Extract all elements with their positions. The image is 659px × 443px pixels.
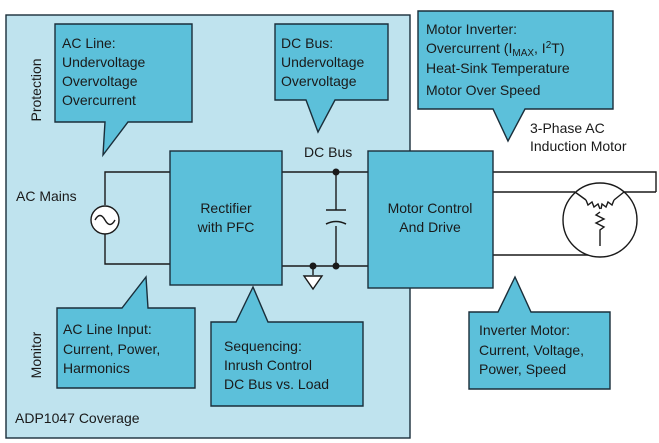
motor-control-label-line1: Motor Control <box>388 200 473 216</box>
capacitor-icon <box>325 209 347 225</box>
callout-dc-bus-item2: Overvoltage <box>281 73 357 89</box>
callout-ac-line-item2: Overvoltage <box>62 73 138 89</box>
monitor-side-label: Monitor <box>28 331 44 378</box>
motor-label-line1: 3-Phase AC <box>530 120 605 136</box>
callout-sequencing-title: Sequencing: <box>224 338 302 354</box>
callout-motor-inverter-item2: Heat-Sink Temperature <box>426 60 570 76</box>
rectifier-label-line2: with PFC <box>197 219 255 235</box>
ac-sine-source-icon <box>90 205 120 235</box>
callout-ac-line-input-title: AC Line Input: <box>63 321 152 337</box>
motor-label-line2: Induction Motor <box>530 138 627 154</box>
ac-mains-label: AC Mains <box>16 188 77 204</box>
coverage-label: ADP1047 Coverage <box>15 410 140 426</box>
callout-dc-bus-title: DC Bus: <box>281 35 333 51</box>
callout-ac-line-input-item2: Harmonics <box>63 360 130 376</box>
callout-inverter-motor: Inverter Motor: Current, Voltage, Power,… <box>468 275 611 390</box>
callout-ac-line-item1: Undervoltage <box>62 54 145 70</box>
callout-dc-bus: DC Bus: Undervoltage Overvoltage <box>274 23 389 134</box>
motor-control-label-line2: And Drive <box>399 219 461 235</box>
callout-dc-bus-item1: Undervoltage <box>281 54 364 70</box>
callout-ac-line: AC Line: Undervoltage Overvoltage Overcu… <box>54 23 193 158</box>
junction-dots <box>309 168 340 270</box>
motor-windings-icon <box>562 182 638 258</box>
callout-inverter-motor-title: Inverter Motor: <box>479 322 570 338</box>
rectifier-label-line1: Rectifier <box>200 200 252 216</box>
ground-icon <box>302 275 324 291</box>
callout-ac-line-item3: Overcurrent <box>62 92 136 108</box>
motor-control-block <box>367 150 494 289</box>
callout-motor-inverter-title: Motor Inverter: <box>426 21 517 37</box>
callout-ac-line-title: AC Line: <box>62 35 116 51</box>
callout-motor-inverter-item1: Overcurrent (IMAX, I2T) <box>426 40 564 59</box>
callout-sequencing: Sequencing: Inrush Control DC Bus vs. Lo… <box>210 285 364 407</box>
callout-motor-inverter-item3: Motor Over Speed <box>426 82 540 98</box>
callout-inverter-motor-item2: Power, Speed <box>479 361 566 377</box>
callout-sequencing-item1: Inrush Control <box>224 357 312 373</box>
protection-side-label: Protection <box>28 58 44 121</box>
rectifier-block <box>169 150 283 286</box>
callout-ac-line-input-item1: Current, Power, <box>63 341 160 357</box>
callout-inverter-motor-item1: Current, Voltage, <box>479 342 584 358</box>
dc-bus-label: DC Bus <box>304 144 352 160</box>
callout-motor-inverter: Motor Inverter: Overcurrent (IMAX, I2T) … <box>417 10 614 143</box>
callout-sequencing-item2: DC Bus vs. Load <box>224 376 329 392</box>
callout-ac-line-input: AC Line Input: Current, Power, Harmonics <box>56 275 196 389</box>
